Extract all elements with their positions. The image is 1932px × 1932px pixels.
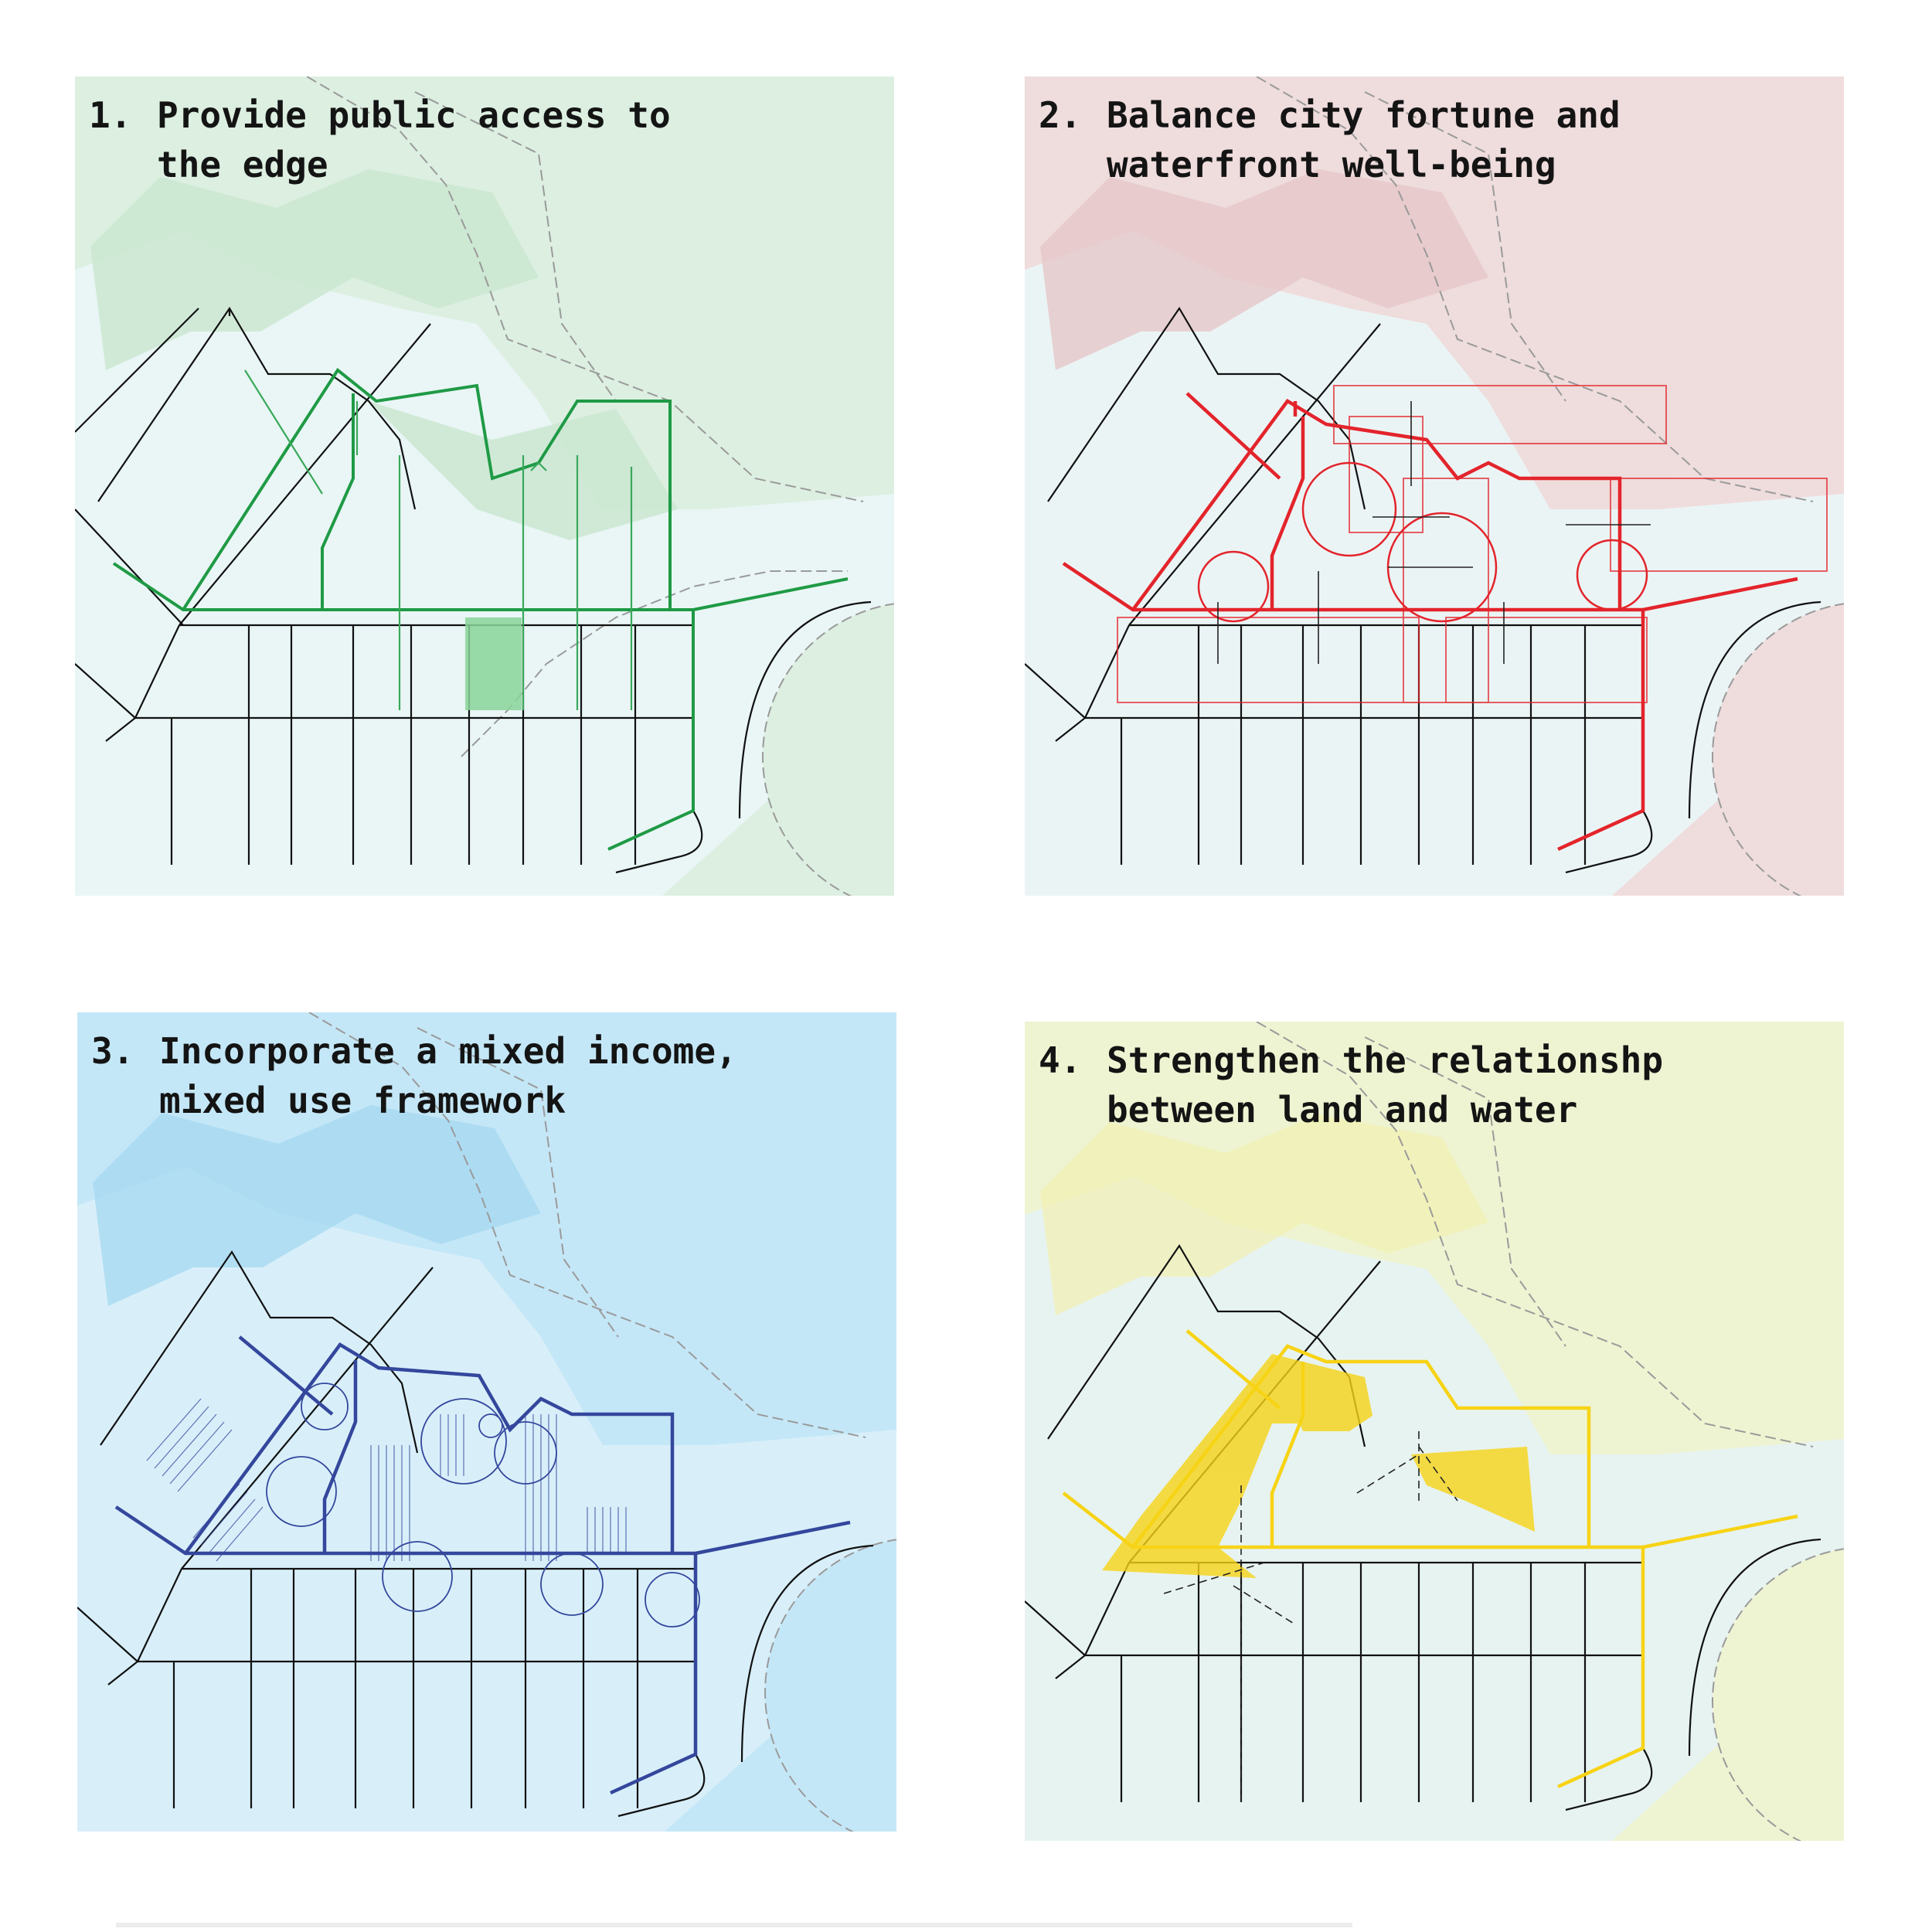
panel-number: 2. <box>1039 94 1082 136</box>
land-texture <box>1040 1114 1488 1315</box>
panel-number: 4. <box>1039 1039 1082 1081</box>
diagram-panel-1: 1. Provide public access to the edge <box>75 77 894 896</box>
pier-outline <box>1256 77 1814 502</box>
panel-caption: 1. Provide public access to the edge <box>89 90 862 189</box>
water-texture <box>75 231 894 896</box>
site-map-1 <box>75 77 894 896</box>
sightlines <box>1163 1431 1458 1802</box>
access-routes <box>112 368 849 851</box>
connection-arrows <box>1217 401 1651 664</box>
site-map-4 <box>1025 1022 1844 1841</box>
street-grid <box>1025 1243 1821 1811</box>
panel-caption: 2. Balance city fortune and waterfront w… <box>1039 90 1811 189</box>
waterfront-route <box>1062 392 1798 852</box>
site-map-3 <box>77 1012 896 1832</box>
water-basin <box>1712 1548 1844 1841</box>
panel-number: 1. <box>89 94 132 136</box>
panel-caption: 4. Strengthen the relationshp between la… <box>1039 1036 1811 1134</box>
waterfront-route <box>1062 1329 1798 1789</box>
diagram-panel-2: 2. Balance city fortune and waterfront w… <box>1025 77 1844 896</box>
street-grid <box>77 1250 874 1818</box>
access-arrows <box>244 369 633 710</box>
neighborhood-circles <box>266 1383 700 1628</box>
panel-caption: 3. Incorporate a mixed income, mixed use… <box>91 1026 864 1125</box>
caption-line-1: Strengthen the relationshp <box>1107 1039 1664 1081</box>
street-grid <box>1025 306 1821 874</box>
caption-line-2: waterfront well-being <box>1107 144 1556 185</box>
water-texture <box>1025 1176 1844 1841</box>
water-basin <box>1712 603 1844 896</box>
land-texture <box>93 1105 541 1306</box>
site-map-2 <box>1025 77 1844 896</box>
water-basin <box>762 603 894 896</box>
pier-outline <box>1256 1022 1814 1447</box>
caption-line-1: Incorporate a mixed income, <box>159 1030 737 1072</box>
diagram-panel-4: 4. Strengthen the relationshp between la… <box>1025 1022 1844 1841</box>
caption-line-1: Balance city fortune and <box>1107 94 1621 136</box>
panel-number: 3. <box>91 1030 134 1072</box>
footer-strip <box>116 1923 1352 1927</box>
diagram-panel-3: 3. Incorporate a mixed income, mixed use… <box>77 1012 896 1832</box>
water-texture <box>1025 231 1844 896</box>
mixed-use-route <box>114 1335 851 1795</box>
water-texture <box>77 1167 896 1832</box>
street-grid <box>75 306 872 874</box>
caption-line-2: between land and water <box>1107 1089 1578 1131</box>
caption-line-1: Provide public access to <box>157 94 671 136</box>
land-texture <box>1040 169 1488 370</box>
plaza-highlight <box>465 617 522 710</box>
land-water-zones <box>1102 1354 1535 1578</box>
caption-line-2: mixed use framework <box>159 1080 566 1121</box>
caption-line-2: the edge <box>157 144 328 185</box>
water-basin <box>764 1539 896 1832</box>
pier-outline <box>308 1012 866 1438</box>
